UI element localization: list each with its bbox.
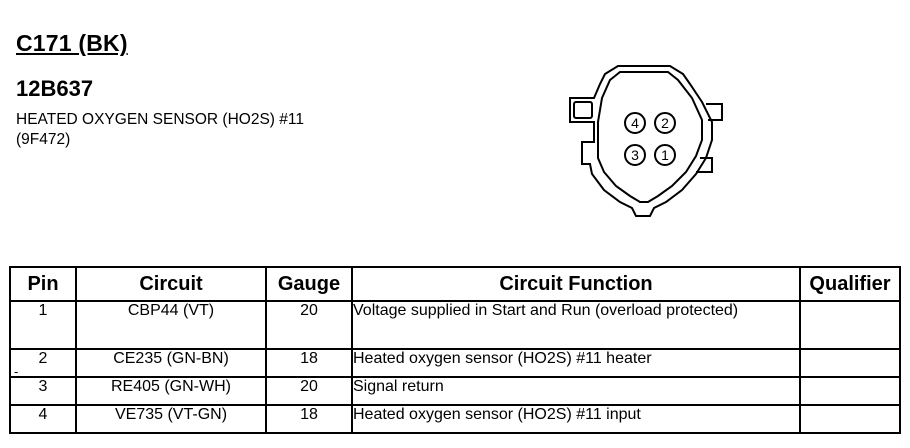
cell-gauge: 20 [265, 376, 353, 406]
pin-label-3: 3 [631, 147, 639, 163]
cell-function: Heated oxygen sensor (HO2S) #11 heater [351, 348, 801, 378]
connector-sub-part: (9F472) [16, 131, 71, 148]
pin-4-circle [624, 112, 646, 134]
cell-gauge: 18 [265, 348, 353, 378]
header-pin: Pin [9, 266, 77, 302]
connector-inner-outline [597, 71, 703, 203]
table-row: 4 VE735 (VT-GN) 18 Heated oxygen sensor … [9, 404, 901, 434]
cell-function: Heated oxygen sensor (HO2S) #11 input [351, 404, 801, 434]
connector-id: C171 (BK) [16, 30, 128, 56]
header-qualifier: Qualifier [799, 266, 901, 302]
pin-3-circle [624, 144, 646, 166]
cell-function: Voltage supplied in Start and Run (overl… [351, 300, 801, 350]
part-number: 12B637 [16, 76, 94, 101]
table-row: 3 RE405 (GN-WH) 20 Signal return [9, 376, 901, 406]
cell-pin: 4 [9, 404, 77, 434]
cell-qualifier [799, 300, 901, 350]
cell-function: Signal return [351, 376, 801, 406]
cell-circuit: CE235 (GN-BN) [75, 348, 267, 378]
header-gauge: Gauge [265, 266, 353, 302]
table-header-row: Pin Circuit Gauge Circuit Function Quali… [9, 266, 901, 302]
pin-label-4: 4 [631, 115, 639, 131]
connector-right-latch-lower [696, 157, 713, 173]
cell-circuit: RE405 (GN-WH) [75, 376, 267, 406]
connector-right-latch [706, 103, 723, 121]
pin-label-1: 1 [661, 147, 669, 163]
connector-housing-outline [569, 65, 713, 217]
cell-pin: 1 [9, 300, 77, 350]
cell-qualifier [799, 348, 901, 378]
cell-qualifier [799, 404, 901, 434]
pinout-table: Pin Circuit Gauge Circuit Function Quali… [9, 266, 901, 434]
connector-face-diagram: 4 2 3 1 [569, 65, 723, 217]
cell-gauge: 20 [265, 300, 353, 350]
connector-description: HEATED OXYGEN SENSOR (HO2S) #11 [16, 111, 304, 128]
pin-1-circle [654, 144, 676, 166]
cell-pin: 2 [9, 348, 77, 378]
pin-label-2: 2 [661, 115, 669, 131]
cell-gauge: 18 [265, 404, 353, 434]
table-row: 1 CBP44 (VT) 20 Voltage supplied in Star… [9, 300, 901, 350]
cell-pin: 3 [9, 376, 77, 406]
pin-2-circle [654, 112, 676, 134]
header-circuit-function: Circuit Function [351, 266, 801, 302]
table-row: 2 CE235 (GN-BN) 18 Heated oxygen sensor … [9, 348, 901, 378]
header-circuit: Circuit [75, 266, 267, 302]
cell-circuit: CBP44 (VT) [75, 300, 267, 350]
cell-qualifier [799, 376, 901, 406]
connector-description-block: HEATED OXYGEN SENSOR (HO2S) #11 (9F472) [16, 110, 304, 150]
connector-left-tab [573, 101, 593, 119]
cell-circuit: VE735 (VT-GN) [75, 404, 267, 434]
